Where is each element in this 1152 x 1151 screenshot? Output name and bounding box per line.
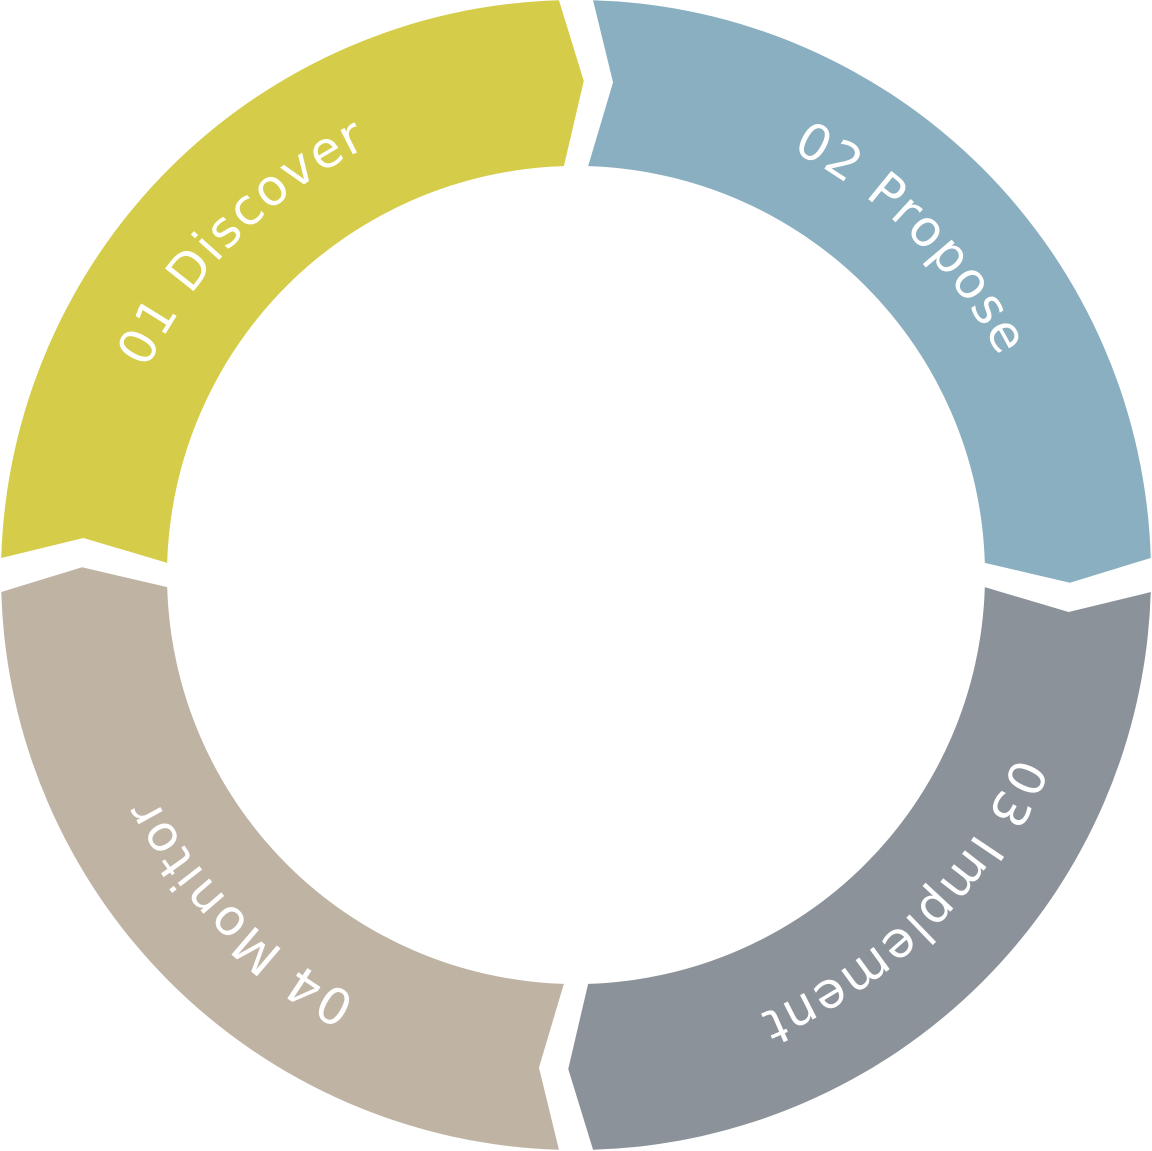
stage-segment-discover xyxy=(1,0,584,563)
stage-segment-monitor xyxy=(1,567,564,1150)
stage-propose: 02 Propose xyxy=(588,0,1151,583)
stage-segment-implement xyxy=(568,587,1151,1150)
stage-implement: 03 Implement xyxy=(568,587,1151,1150)
stage-discover: 01 Discover xyxy=(1,0,584,563)
stage-segment-propose xyxy=(588,0,1151,583)
stage-monitor: 04 Monitor xyxy=(1,567,564,1150)
